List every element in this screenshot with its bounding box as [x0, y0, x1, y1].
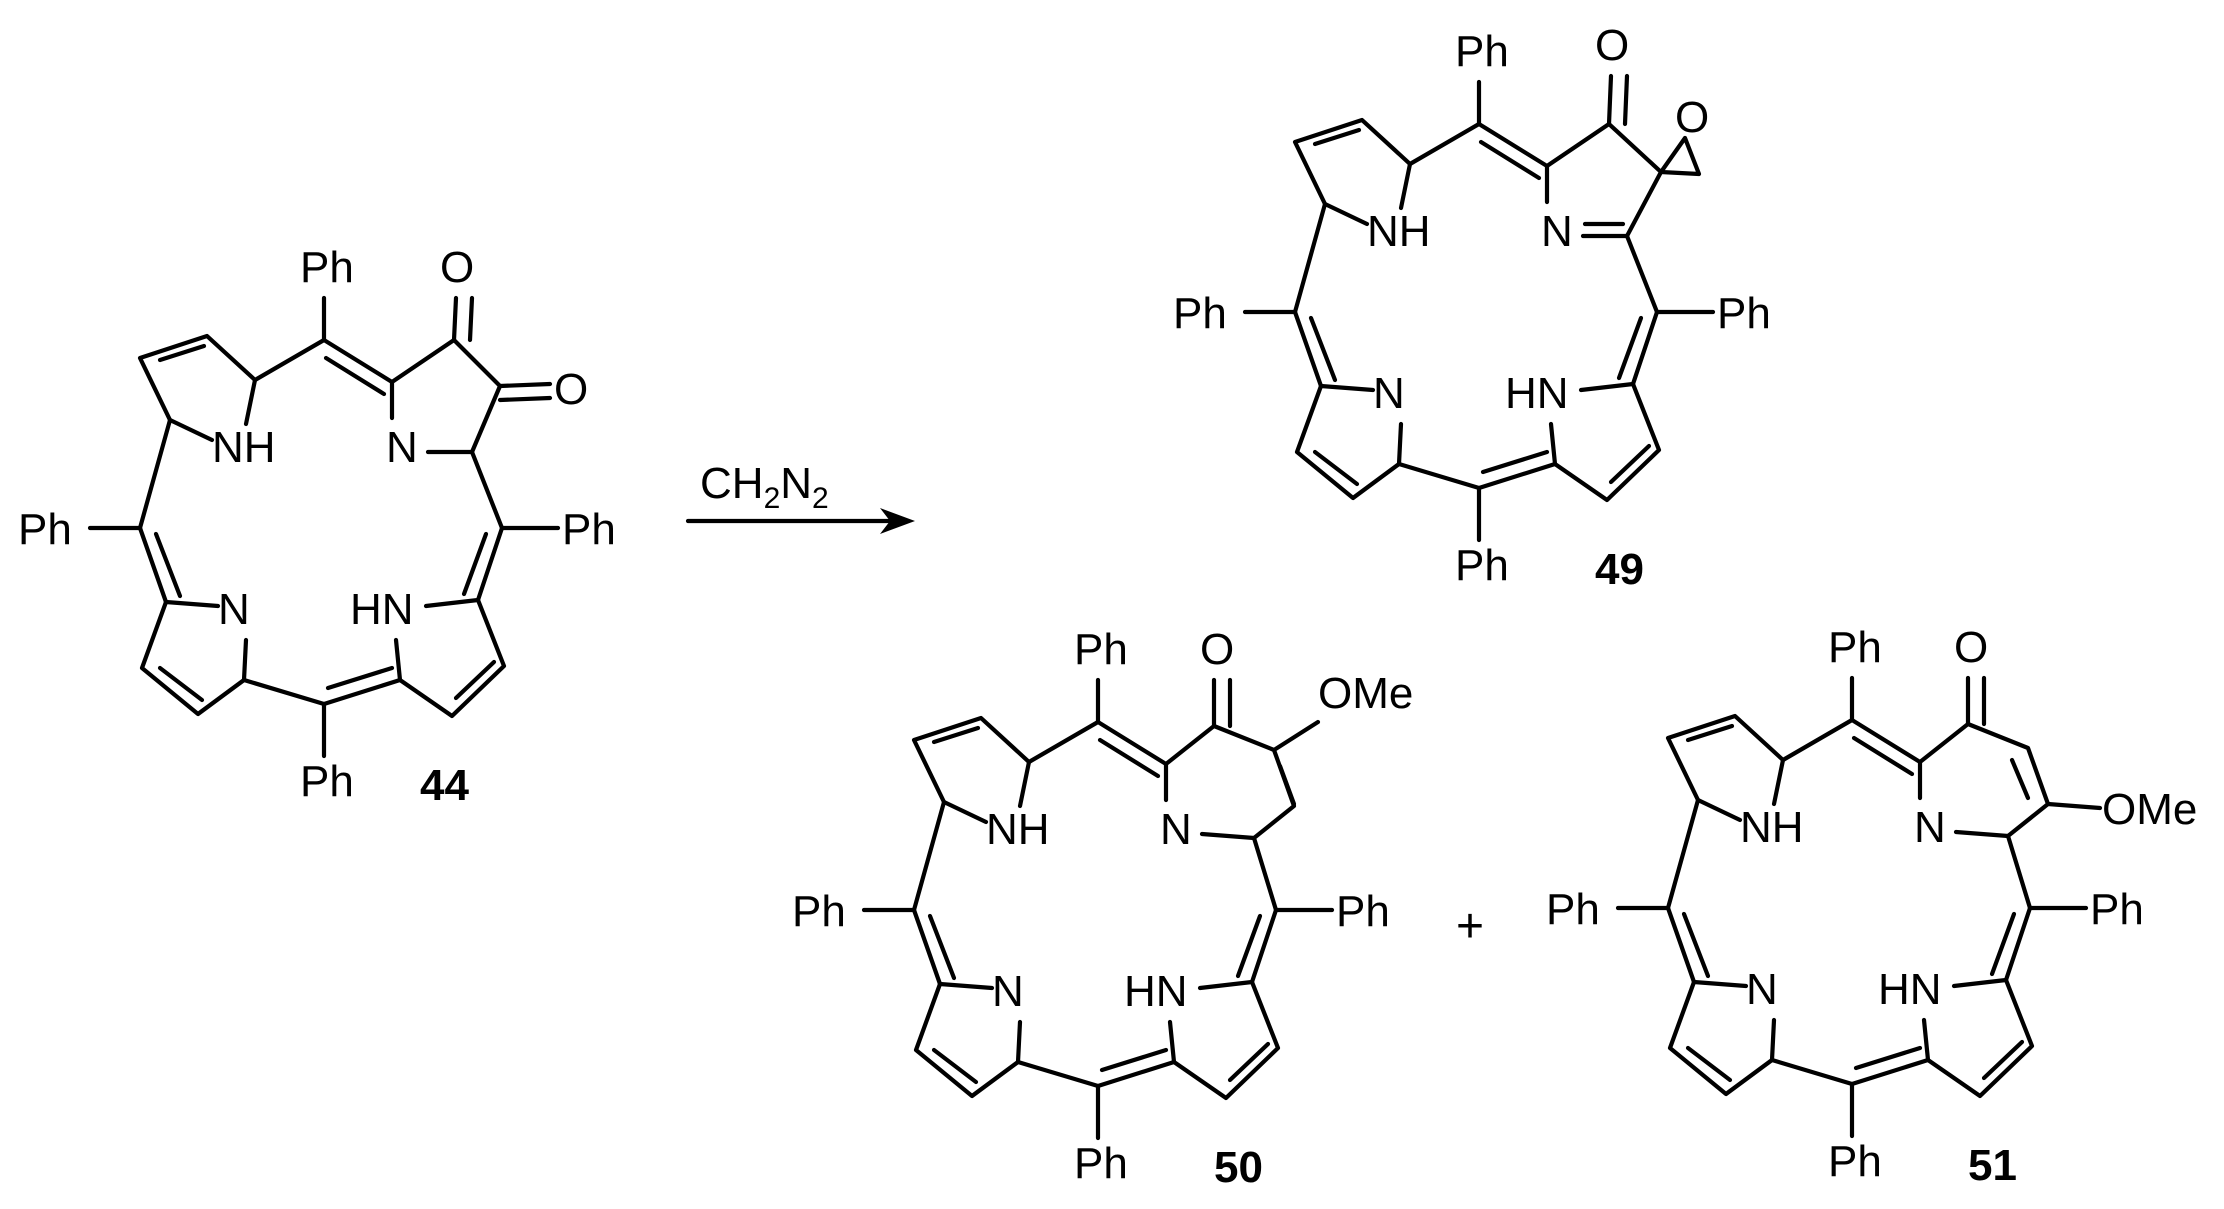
ome-51: OMe	[2102, 785, 2197, 834]
ph-left-49: Ph	[1173, 289, 1227, 338]
hn-51: HN	[1878, 965, 1942, 1014]
hn-44: HN	[350, 585, 414, 634]
ph-bottom-51: Ph	[1828, 1137, 1882, 1186]
ph-right-50: Ph	[1336, 887, 1390, 936]
oxygen-44b: O	[554, 365, 588, 414]
ph-right-51: Ph	[2090, 885, 2144, 934]
ph-bottom-49: Ph	[1455, 541, 1509, 590]
n-51b: N	[1746, 965, 1778, 1014]
ph-top-44: Ph	[300, 243, 354, 292]
n-49b: N	[1373, 369, 1405, 418]
reaction-arrow: CH2N2	[685, 459, 915, 534]
ph-top-50: Ph	[1074, 625, 1128, 674]
n-51: N	[1914, 803, 1946, 852]
compound-50: Ph O OMe NH N Ph Ph N HN Ph 50	[792, 625, 1413, 1192]
nh-50: NH	[986, 805, 1050, 854]
n-44: N	[386, 423, 418, 472]
oxygen-50: O	[1200, 625, 1234, 674]
oxygen-51: O	[1954, 623, 1988, 672]
hn-49: HN	[1505, 369, 1569, 418]
ph-bottom-50: Ph	[1074, 1139, 1128, 1188]
ph-left-51: Ph	[1546, 885, 1600, 934]
n-50: N	[1160, 805, 1192, 854]
n-49: N	[1541, 207, 1573, 256]
oxygen-49b: O	[1675, 93, 1709, 142]
n-44b: N	[218, 585, 250, 634]
n-50b: N	[992, 967, 1024, 1016]
nh-44: NH	[212, 423, 276, 472]
compound-49: Ph O O NH N Ph Ph N HN Ph 49	[1173, 21, 1771, 594]
oxygen-44a: O	[440, 243, 474, 292]
ph-top-51: Ph	[1828, 623, 1882, 672]
ph-left-44: Ph	[18, 505, 72, 554]
ph-bottom-44: Ph	[300, 757, 354, 806]
compound-label-49: 49	[1595, 545, 1644, 594]
ph-right-44: Ph	[562, 505, 616, 554]
oxygen-49a: O	[1595, 21, 1629, 70]
nh-49: NH	[1367, 207, 1431, 256]
plus-sign: +	[1456, 900, 1484, 953]
compound-label-50: 50	[1214, 1143, 1263, 1192]
hn-50: HN	[1124, 967, 1188, 1016]
compound-44: Ph O O NH N Ph Ph N HN Ph 44	[18, 243, 616, 810]
compound-label-44: 44	[420, 761, 469, 810]
reagent-label: CH2N2	[700, 459, 829, 515]
compound-label-51: 51	[1968, 1141, 2017, 1190]
nh-51: NH	[1740, 803, 1804, 852]
ph-left-50: Ph	[792, 887, 846, 936]
ome-50: OMe	[1318, 669, 1413, 718]
ph-top-49: Ph	[1455, 27, 1509, 76]
ph-right-49: Ph	[1717, 289, 1771, 338]
compound-51: Ph O OMe NH N Ph Ph N HN Ph 51	[1546, 623, 2197, 1190]
